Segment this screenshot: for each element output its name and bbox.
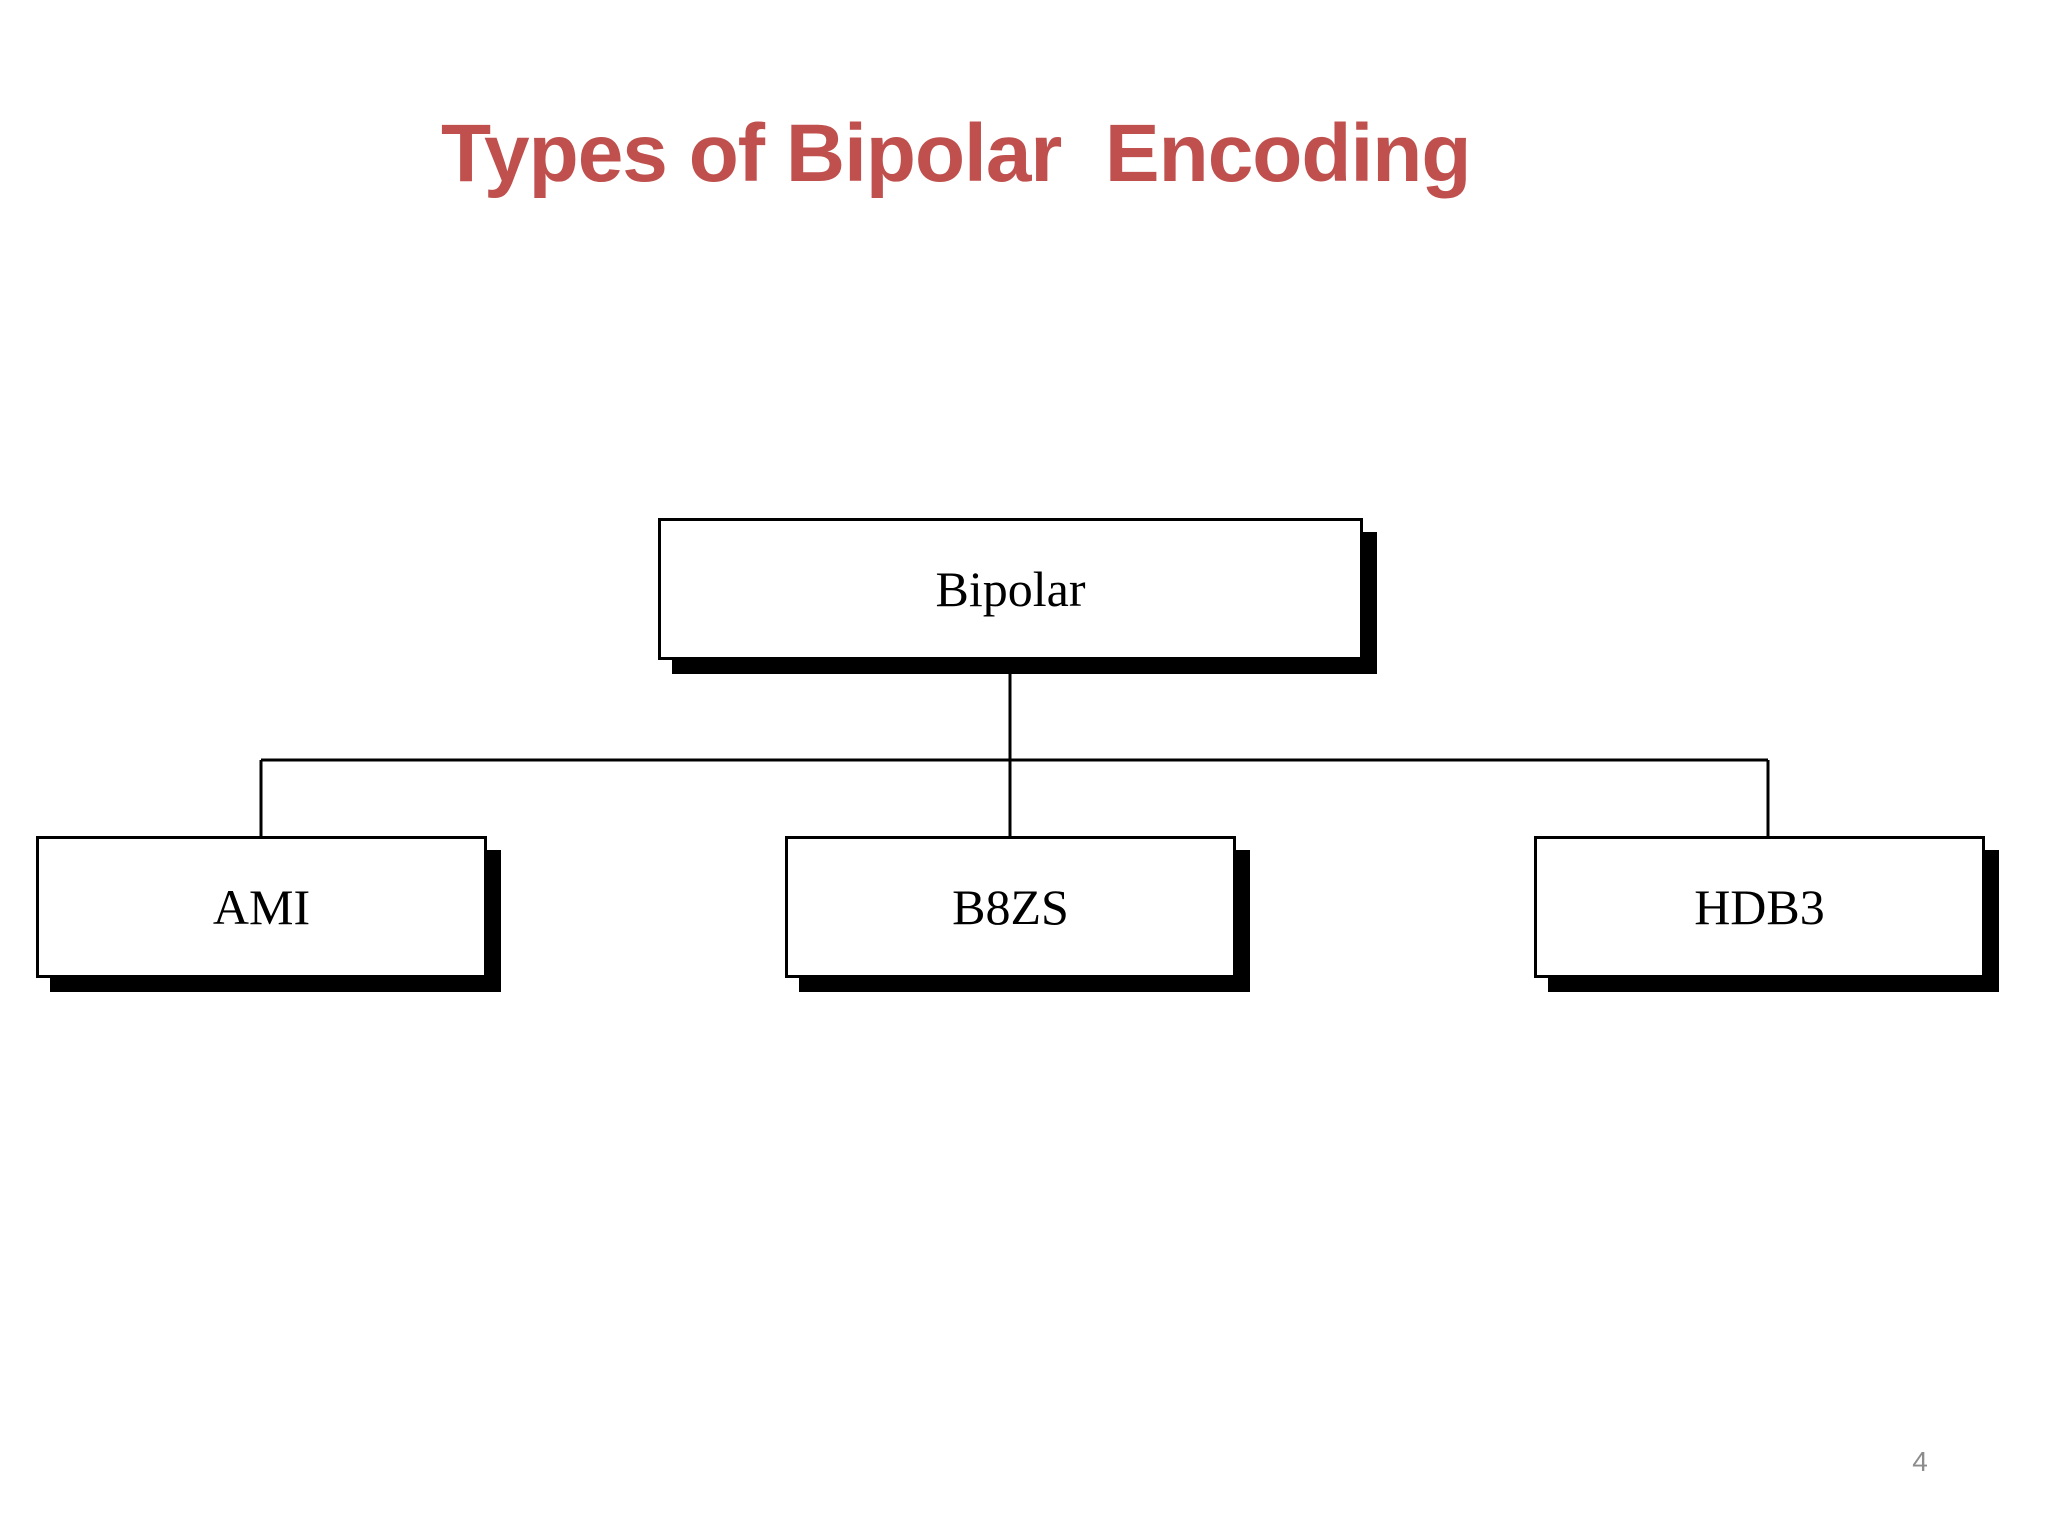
node-ami-label: AMI bbox=[212, 879, 311, 935]
slide-title: Types of Bipolar Encoding bbox=[441, 108, 1471, 199]
node-hdb3: HDB3 bbox=[1534, 836, 1985, 978]
node-b8zs-label: B8ZS bbox=[952, 879, 1069, 935]
node-bipolar: Bipolar bbox=[658, 518, 1363, 660]
node-bipolar-label: Bipolar bbox=[935, 561, 1086, 617]
page-number: 4 bbox=[1912, 1446, 1928, 1477]
node-ami: AMI bbox=[36, 836, 487, 978]
node-hdb3-label: HDB3 bbox=[1694, 879, 1825, 935]
node-b8zs: B8ZS bbox=[785, 836, 1236, 978]
